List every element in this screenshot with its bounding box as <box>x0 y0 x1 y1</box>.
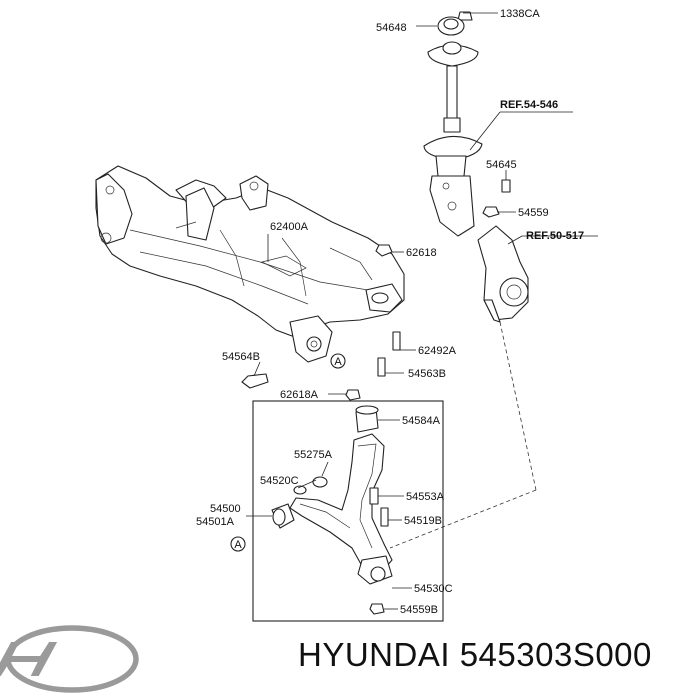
ball-joint-54530C <box>357 555 412 589</box>
label-54584A: 54584A <box>402 415 441 427</box>
label-ref-50-517: REF.50-517 <box>526 230 584 242</box>
part-number: 545303S000 <box>459 636 652 673</box>
label-62400A: 62400A <box>270 221 309 233</box>
bolt-54564B <box>241 361 269 389</box>
marker-a-top-label: A <box>334 356 342 368</box>
nut-62618A <box>328 389 361 401</box>
label-54553A: 54553A <box>406 491 445 503</box>
nut-62618 <box>375 244 404 257</box>
label-54501A: 54501A <box>196 516 235 528</box>
label-54563B: 54563B <box>408 368 446 380</box>
label-54564B: 54564B <box>222 351 260 363</box>
label-54520C: 54520C <box>260 475 299 487</box>
label-62618: 62618 <box>406 247 437 259</box>
label-54645: 54645 <box>486 159 517 171</box>
bushing-54520C <box>293 479 317 495</box>
bushing-54500 <box>246 503 295 529</box>
label-ref-54-546: REF.54-546 <box>500 99 558 111</box>
label-54519B: 54519B <box>404 515 442 527</box>
label-54559: 54559 <box>518 207 549 219</box>
label-55275A: 55275A <box>294 449 333 461</box>
label-62618A: 62618A <box>280 389 319 401</box>
hyundai-logo-icon <box>0 625 139 693</box>
bushing-54584A <box>355 405 400 433</box>
lower-control-arm <box>289 433 393 575</box>
bolt-54519B <box>380 507 402 527</box>
bushing-55275A <box>312 461 329 488</box>
marker-a-top: A <box>330 353 346 369</box>
crossmember-62400A <box>95 165 405 363</box>
label-54530C: 54530C <box>414 583 453 595</box>
label-62492A: 62492A <box>418 345 457 357</box>
label-54559B: 54559B <box>400 604 438 616</box>
steering-knuckle <box>477 225 598 323</box>
marker-a-bottom: A <box>230 536 246 552</box>
bolt-54563B <box>377 357 404 377</box>
label-54500: 54500 <box>210 503 241 515</box>
label-54648: 54648 <box>376 22 407 34</box>
marker-a-bottom-label: A <box>234 539 242 551</box>
label-1338CA: 1338CA <box>500 8 540 20</box>
bolt-54553A <box>369 487 404 505</box>
bolt-62492A <box>392 331 416 351</box>
strut-assembly <box>416 11 573 237</box>
lower-arm-box <box>252 400 444 622</box>
nut-54559B <box>369 603 398 615</box>
footer-part-caption: HYUNDAI 545303S000 <box>298 636 652 674</box>
brand-name: HYUNDAI <box>298 636 451 673</box>
